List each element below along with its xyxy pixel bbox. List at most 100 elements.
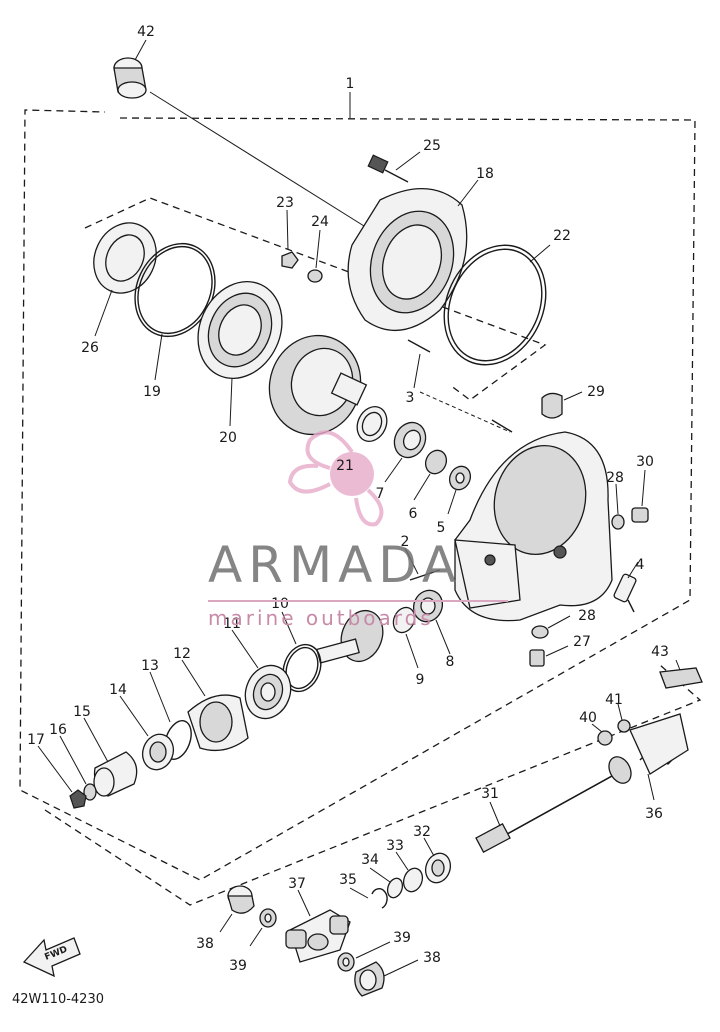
part-22-o-ring <box>443 244 547 366</box>
leader-17 <box>37 745 73 793</box>
part-20-bearing <box>197 280 283 380</box>
callout-2: 2 <box>401 534 410 550</box>
leader-28-upper <box>615 483 619 515</box>
leader-33 <box>395 851 409 871</box>
callout-28: 28 <box>606 470 624 486</box>
callout-18: 18 <box>476 166 494 182</box>
leader-38-upper <box>219 913 233 933</box>
part-38-bushing-lower <box>354 961 385 997</box>
part-final-gear-case <box>454 431 613 622</box>
leader-39-lower <box>355 941 391 959</box>
callout-20: 20 <box>219 430 237 446</box>
callout-21: 21 <box>336 458 354 474</box>
leader-26 <box>94 289 113 337</box>
leader-32 <box>423 837 435 857</box>
part-29-cap <box>541 392 563 419</box>
callout-25: 25 <box>423 138 441 154</box>
leader-24 <box>315 229 321 269</box>
part-5-nut <box>448 465 472 491</box>
watermark-tagline: marine outboards <box>208 606 434 630</box>
callout-3: 3 <box>406 390 415 406</box>
part-2-stud <box>409 569 441 581</box>
callout-12: 12 <box>173 646 191 662</box>
part-21-shim <box>356 405 388 443</box>
leader-30 <box>641 469 646 507</box>
part-43-label <box>659 667 703 689</box>
callout-41: 41 <box>605 692 623 708</box>
leader-41 <box>617 703 623 721</box>
callout-36: 36 <box>645 806 663 822</box>
part-17-nut <box>69 789 87 809</box>
part-36-spring <box>629 713 689 775</box>
part-42-bushing <box>113 57 147 99</box>
watermark-name: ARMADA <box>208 536 463 594</box>
part-40-nut <box>597 730 613 746</box>
callout-7: 7 <box>376 486 385 502</box>
callout-40: 40 <box>579 710 597 726</box>
part-35-circlip <box>371 888 388 909</box>
drawing-code: 42W110-4230 <box>12 992 104 1007</box>
part-11-bearing <box>244 664 292 720</box>
callout-11: 11 <box>223 616 241 632</box>
part-23-nut <box>281 251 299 269</box>
callout-37: 37 <box>288 876 306 892</box>
leader-15 <box>83 717 109 763</box>
leader-16 <box>59 735 87 785</box>
part-38-bushing-upper <box>227 885 255 914</box>
leader-2 <box>404 547 419 575</box>
leader-13 <box>149 671 171 723</box>
part-7-bearing <box>393 421 427 459</box>
part-12-bearing-retainer <box>187 694 249 752</box>
part-14-oil-seal <box>141 733 175 771</box>
callout-26: 26 <box>81 340 99 356</box>
leader-37 <box>297 889 311 917</box>
part-6-washer <box>424 449 448 475</box>
callout-32: 32 <box>413 824 431 840</box>
leader-7 <box>384 457 403 483</box>
callout-15: 15 <box>73 704 91 720</box>
part-4-pin <box>613 573 637 613</box>
part-39-seal-upper <box>259 908 277 928</box>
callout-33: 33 <box>386 838 404 854</box>
part-10-o-ring <box>282 643 322 693</box>
part-34-shim <box>386 877 404 899</box>
callout-16: 16 <box>49 722 67 738</box>
part-32-bearing <box>424 852 452 884</box>
leader-25 <box>395 151 421 171</box>
callout-30: 30 <box>636 454 654 470</box>
part-24-washer <box>307 269 323 283</box>
leader-6 <box>413 473 431 501</box>
callout-6: 6 <box>409 506 418 522</box>
leader-43 <box>675 659 681 671</box>
assembly-boundary-bearing-housing <box>84 197 547 401</box>
leader-11 <box>231 629 259 669</box>
callout-35: 35 <box>339 872 357 888</box>
callout-9: 9 <box>416 672 425 688</box>
callout-23: 23 <box>276 195 294 211</box>
callout-1: 1 <box>346 76 355 92</box>
part-18-bearing-housing <box>347 188 468 332</box>
leader-27 <box>545 645 569 657</box>
leader-22 <box>529 244 551 263</box>
leader-42-axis <box>149 91 381 237</box>
part-30-bolt <box>631 507 649 523</box>
callout-38: 38 <box>196 936 214 952</box>
leader-23 <box>286 209 289 251</box>
leader-20 <box>229 377 233 427</box>
callout-22: 22 <box>553 228 571 244</box>
part-37-universal-joint <box>285 909 351 963</box>
callout-24: 24 <box>311 214 329 230</box>
callout-34: 34 <box>361 852 379 868</box>
leader-40 <box>591 723 603 733</box>
leader-3 <box>413 353 421 389</box>
leader-35 <box>349 887 369 899</box>
part-28-washer-lower <box>531 625 549 639</box>
part-8-bearing <box>412 589 444 623</box>
callout-17: 17 <box>27 732 45 748</box>
watermark-rule <box>208 600 508 602</box>
part-41-washer <box>617 719 631 733</box>
part-27-plug <box>529 649 545 667</box>
callout-19: 19 <box>143 384 161 400</box>
